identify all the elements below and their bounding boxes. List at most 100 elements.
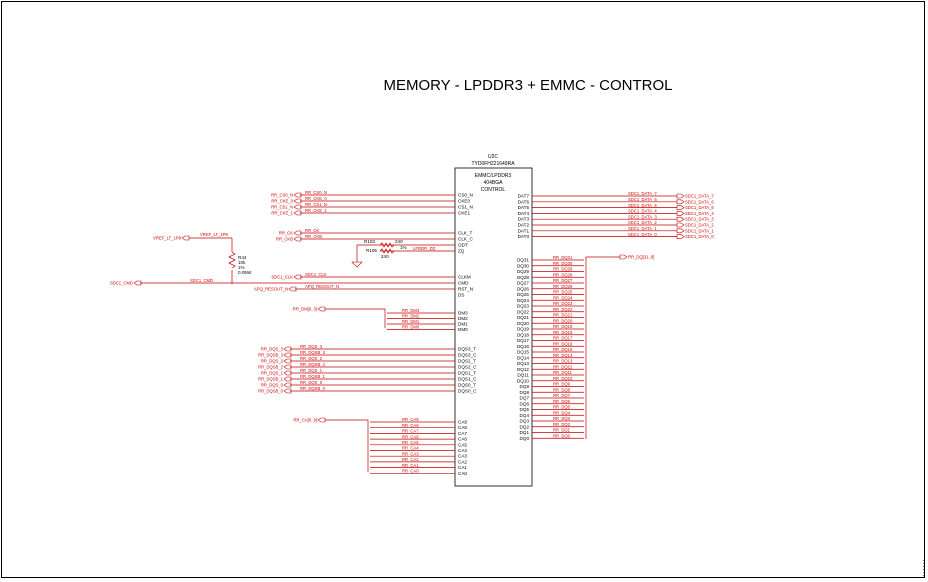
net-label: RR_DQ1 [553,428,571,433]
ic-pin-label: DAT1 [518,228,530,233]
ic-type: EMMC/LPDDR3 [475,173,512,179]
ground-symbol [351,261,363,268]
ic-body [454,167,533,487]
net-label: RR_DQ26 [553,284,573,289]
ic-pin-label: ODT [458,243,468,248]
ic-pin-label: CLKM [458,275,471,280]
ic-pin-label: CA7 [458,431,467,436]
ic-pin-label: DQ7 [520,396,530,401]
net-label: SDC1_DATA_6 [628,197,657,202]
resistor-r44 [228,251,236,269]
ic-pin-label: CA5 [458,442,467,447]
net-label: RR_DQ10 [553,376,573,381]
off-page-connector [317,417,326,423]
ic-pin-label: DQS1_C [458,377,477,382]
ic-pin-label: DQS2_C [458,365,477,370]
off-page-connector [676,193,685,199]
port-label: SDC1_DATA_1 [685,228,714,233]
off-page-connector [293,274,302,280]
net-label: RR_DQ18 [553,330,573,335]
r105-value: 240 [381,254,389,259]
ic-pin-label: DQ20 [517,321,529,326]
net-label: SDC1_DATA_7 [628,191,657,196]
port-label: RR_CKE_0 [271,199,293,204]
net-label: RR_DQ11 [553,370,573,375]
port-label: RR_CK [279,231,293,236]
off-page-connector [133,280,142,286]
off-page-connector [288,286,297,292]
net-label: SDC1_DATA_3 [628,214,657,219]
net-label: RR_DQ25 [553,290,573,295]
port-label: RR_DQS_2 [261,359,284,364]
off-page-connector [283,382,292,388]
net-label: RR_DQ23 [553,301,573,306]
ic-pin-label: CA3 [458,454,467,459]
ic-pin-label: CA9 [458,420,467,425]
ic-pin-label: CA1 [458,465,467,470]
ic-pin-label: DQ15 [517,350,529,355]
r105-ref: R105 [366,248,377,253]
port-label: RR_DQSB_2 [258,365,284,370]
ic-pin-label: DQ23 [517,304,529,309]
ic-pin-label: CA2 [458,459,467,464]
port-label: SDC1_DATA_2 [685,223,714,228]
net-label: RR_DQ27 [553,278,573,283]
net-label: RR_DQ5 [553,405,571,410]
ic-pin-label: DQ27 [517,281,529,286]
ic-pin-label: DQS1_T [458,371,476,376]
ic-pin-label: CA4 [458,448,467,453]
off-page-connector [283,364,292,370]
net-label: RR_DQ13 [553,359,573,364]
port-label: RR_DM[0..3] [293,307,317,312]
ic-pin-label: CMD [458,281,469,286]
net-label: RR_DQ22 [553,307,573,312]
ic-pin-label: DS [458,293,464,298]
net-label: SDC1_DATA_1 [628,226,657,231]
off-page-connector [283,370,292,376]
ic-pin-label: DQ17 [517,338,529,343]
r44-value: 10k [238,260,246,265]
port-label: SDC1_DATA_3 [685,217,714,222]
net-label: RR_CA7 [402,429,419,434]
net-label: RR_DQSB_2 [300,362,326,367]
net-label: RR_DQ14 [553,353,573,358]
net-label: RR_CA1 [402,463,419,468]
off-page-connector [619,254,628,260]
net-label: RR_CKE_1 [305,208,327,213]
resistor-r103 [379,242,395,248]
net-label: RR_DQS_1 [300,368,323,373]
port-label: RR_DQS_1 [261,371,284,376]
off-page-connector [283,376,292,382]
net-label: RR_DQ24 [553,295,573,300]
net-label: RR_DM3 [402,308,420,313]
port-label: SDC1_DATA_5 [685,205,714,210]
net-label: LPDDR_ZQ [413,246,436,251]
ic-pin-label: DQ16 [517,344,529,349]
net-label: RR_DQ8 [553,387,571,392]
off-page-connector [283,388,292,394]
ic-ref: U2C [488,154,498,160]
off-page-connector [676,216,685,222]
ic-pin-label: DQ29 [517,269,529,274]
off-page-connector [283,346,292,352]
ic-pin-label: DQS0_T [458,383,476,388]
ic-pin-label: DQ9 [520,384,530,389]
r44-tol: 1% [238,265,245,270]
net-label: SDC1_DATA_0 [628,232,657,237]
off-page-connector [293,192,302,198]
net-label: RR_DQS_2 [300,356,323,361]
off-page-connector [676,199,685,205]
off-page-connector [676,228,685,234]
ic-pin-label: DQ14 [517,355,529,360]
net-label: SDC1_DATA_5 [628,203,657,208]
port-label: APQ_RESOUT_N [254,287,288,292]
ic-pin-label: DQ6 [520,401,530,406]
net-label: RR_CA2 [402,457,419,462]
off-page-connector [293,198,302,204]
r103-value: 240 [395,239,403,244]
